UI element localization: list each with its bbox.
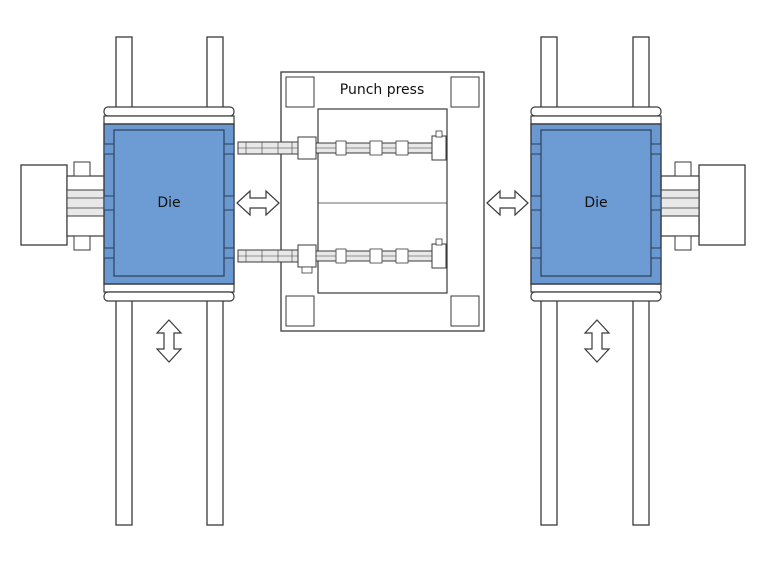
left-shaft bbox=[66, 189, 106, 217]
right-crossbar-top-2 bbox=[530, 115, 662, 125]
right-motor bbox=[698, 164, 746, 246]
right-die-inner bbox=[540, 129, 652, 277]
left-die-label: Die bbox=[157, 195, 180, 211]
press-bed bbox=[317, 108, 448, 294]
left-crossbar-top-2 bbox=[103, 115, 235, 125]
upper-roller-shaft bbox=[237, 130, 447, 161]
left-die-inner bbox=[113, 129, 225, 277]
left-die-station: Die bbox=[20, 36, 235, 526]
left-crossbar-bottom-2 bbox=[103, 291, 235, 302]
left-motor bbox=[20, 164, 68, 246]
lower-roller-shaft bbox=[237, 238, 447, 274]
press-corner-tr bbox=[450, 76, 480, 108]
right-shaft bbox=[660, 189, 700, 217]
left-horizontal-arrow-icon bbox=[236, 189, 280, 217]
press-corner-bl bbox=[285, 295, 315, 327]
left-crossbar-top bbox=[103, 106, 235, 117]
right-horizontal-arrow-icon bbox=[486, 189, 529, 217]
right-die-station: Die bbox=[530, 36, 746, 526]
left-crossbar-bottom bbox=[103, 283, 235, 293]
punch-press: Punch press bbox=[280, 71, 485, 332]
press-corner-br bbox=[450, 295, 480, 327]
right-vertical-arrow-icon bbox=[583, 319, 611, 363]
right-crossbar-bottom-2 bbox=[530, 291, 662, 302]
right-crossbar-bottom bbox=[530, 283, 662, 293]
right-die-label: Die bbox=[584, 195, 607, 211]
press-corner-tl bbox=[285, 76, 315, 108]
left-vertical-arrow-icon bbox=[155, 319, 183, 363]
right-crossbar-top bbox=[530, 106, 662, 117]
press-label: Punch press bbox=[340, 82, 425, 98]
